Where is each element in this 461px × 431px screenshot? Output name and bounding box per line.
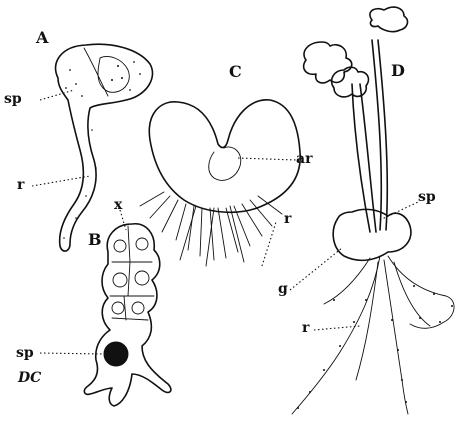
panel-d-roots [292,256,454,414]
label-a-r: r [17,178,24,192]
panel-d-sporophyte-drawing [292,7,454,414]
leader-lines [32,90,418,354]
label-b-sp: sp [16,346,34,360]
panel-b-spore-case [104,342,128,366]
label-d-sp: sp [418,190,436,204]
panel-d-label: D [391,63,405,79]
panel-a-stippling [63,61,141,239]
panel-c-prothallus-drawing [140,100,300,266]
panel-b-label: B [88,232,102,248]
panel-a-label: A [36,30,48,46]
label-a-sp: sp [4,92,22,106]
label-c-ar: ar [296,152,312,166]
label-c-r: r [284,212,291,226]
panel-d-root-hairs [297,285,453,409]
panel-d-fronds [304,7,408,97]
panel-a-spore-drawing [56,44,153,251]
panel-b-prothallus-drawing [84,224,171,406]
panel-b-cells [112,238,149,314]
panel-c-label: C [229,64,242,80]
panel-c-rhizoids [140,192,282,266]
label-d-r: r [302,321,309,335]
artist-signature: DC [18,371,41,385]
label-d-g: g [278,282,288,296]
label-b-x: x [114,198,122,212]
